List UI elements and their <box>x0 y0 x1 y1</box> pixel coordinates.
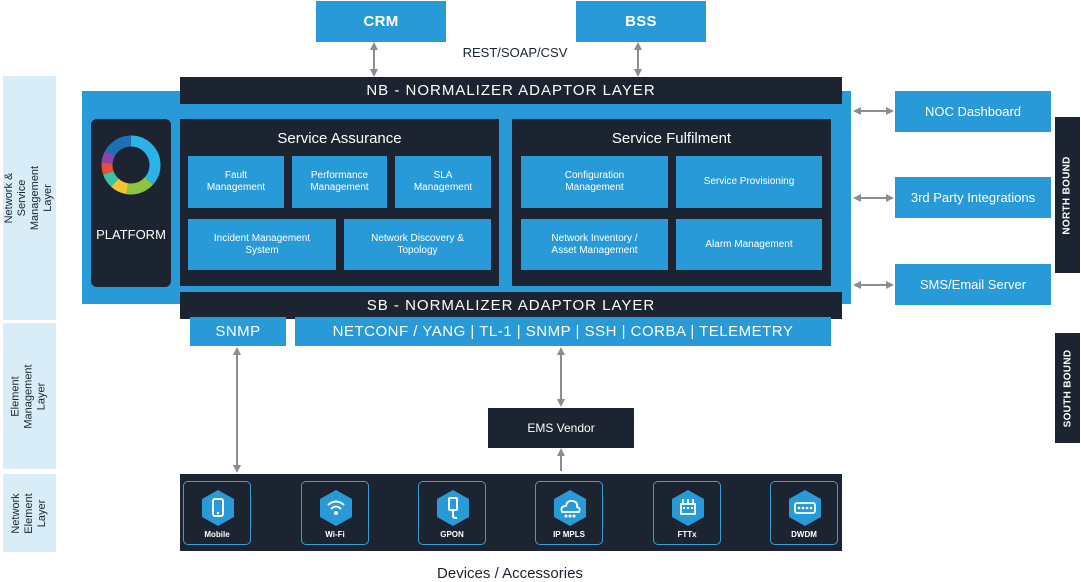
platform-tile: PLATFORM <box>91 119 171 287</box>
network-inventory-module: Network Inventory / Asset Management <box>521 219 668 270</box>
device-ipmpls-label: IP MPLS <box>553 530 585 539</box>
ems-vendor-label: EMS Vendor <box>527 421 595 435</box>
devices-footer-label: Devices / Accessories <box>437 565 583 582</box>
performance-management-label: Performance Management <box>310 170 369 193</box>
fault-management-label: Fault Management <box>206 170 266 193</box>
network-discovery-label: Network Discovery & Topology <box>371 232 464 256</box>
device-dwdm: DWDM <box>770 481 838 545</box>
alarm-management-label: Alarm Management <box>705 238 793 250</box>
network-discovery-module: Network Discovery & Topology <box>344 219 491 270</box>
device-mobile: Mobile <box>183 481 251 545</box>
third-party-box: 3rd Party Integrations <box>895 177 1051 218</box>
configuration-management-label: Configuration Management <box>564 170 625 193</box>
layer-nsm-label: Network & Service Management Layer <box>3 165 55 231</box>
sb-layer-label: SB - NORMALIZER ADAPTOR LAYER <box>366 297 656 314</box>
network-inventory-label: Network Inventory / Asset Management <box>551 232 638 256</box>
alarm-management-module: Alarm Management <box>676 219 822 270</box>
third-party-label: 3rd Party Integrations <box>910 190 1036 205</box>
service-assurance-title: Service Assurance <box>277 130 402 147</box>
devices-bar <box>180 474 842 551</box>
dwdm-icon <box>789 490 821 526</box>
cloud-network-icon <box>554 490 586 526</box>
configuration-management-module: Configuration Management <box>521 156 668 208</box>
service-fulfilment-panel: Service Fulfilment Configuration Managem… <box>512 119 831 286</box>
service-fulfilment-title: Service Fulfilment <box>611 130 732 147</box>
snmp-label: SNMP <box>215 323 261 340</box>
layer-nel: Network Element Layer <box>3 474 56 552</box>
nb-layer-label: NB - NORMALIZER ADAPTOR LAYER <box>366 82 656 99</box>
service-assurance-panel: Service Assurance Fault Management Perfo… <box>180 119 499 286</box>
crm-label: CRM <box>363 13 399 30</box>
device-wifi: Wi-Fi <box>301 481 369 545</box>
mobile-icon <box>202 490 234 526</box>
platform-label: PLATFORM <box>96 227 166 242</box>
crm-box: CRM <box>316 1 446 42</box>
layer-nel-label: Network Element Layer <box>10 492 48 534</box>
service-provisioning-label: Service Provisioning <box>703 176 795 187</box>
nb-layer-bar: NB - NORMALIZER ADAPTOR LAYER <box>180 77 842 104</box>
protocols-label: REST/SOAP/CSV <box>462 45 568 60</box>
incident-management-module: Incident Management System <box>188 219 336 270</box>
device-wifi-label: Wi-Fi <box>325 530 345 539</box>
southbound-protocols-box: NETCONF / YANG | TL-1 | SNMP | SSH | COR… <box>295 317 831 346</box>
sla-management-label: SLA Management <box>413 170 473 193</box>
sla-management-module: SLA Management <box>395 156 491 208</box>
device-dwdm-label: DWDM <box>791 530 817 539</box>
north-bound-bar: NORTH BOUND <box>1055 117 1080 273</box>
device-mobile-label: Mobile <box>204 530 230 539</box>
fttx-icon <box>672 490 704 526</box>
layer-eml-label: Element Management Layer <box>10 363 49 429</box>
wifi-icon <box>320 490 352 526</box>
sb-layer-bar: SB - NORMALIZER ADAPTOR LAYER <box>180 292 842 319</box>
sms-email-box: SMS/Email Server <box>895 264 1051 305</box>
north-bound-label: NORTH BOUND <box>1062 155 1074 235</box>
noc-dashboard-box: NOC Dashboard <box>895 91 1051 132</box>
southbound-protocols-label: NETCONF / YANG | TL-1 | SNMP | SSH | COR… <box>332 323 794 340</box>
device-gpon-label: GPON <box>440 530 464 539</box>
platform-logo-icon <box>101 135 161 195</box>
south-bound-label: SOUTH BOUND <box>1062 349 1073 427</box>
ems-vendor-box: EMS Vendor <box>488 408 634 448</box>
south-bound-bar: SOUTH BOUND <box>1055 333 1080 443</box>
layer-nsm: Network & Service Management Layer <box>3 76 56 320</box>
device-fttx-label: FTTx <box>677 530 697 539</box>
gpon-icon <box>437 490 469 526</box>
layer-eml: Element Management Layer <box>3 323 56 469</box>
snmp-box: SNMP <box>190 317 286 346</box>
bss-box: BSS <box>576 1 706 42</box>
noc-dashboard-label: NOC Dashboard <box>924 104 1022 119</box>
device-ipmpls: IP MPLS <box>535 481 603 545</box>
incident-management-label: Incident Management System <box>213 232 311 256</box>
service-provisioning-module: Service Provisioning <box>676 156 822 208</box>
device-fttx: FTTx <box>653 481 721 545</box>
sms-email-label: SMS/Email Server <box>919 277 1027 292</box>
bss-label: BSS <box>625 13 657 30</box>
fault-management-module: Fault Management <box>188 156 284 208</box>
performance-management-module: Performance Management <box>292 156 387 208</box>
device-gpon: GPON <box>418 481 486 545</box>
